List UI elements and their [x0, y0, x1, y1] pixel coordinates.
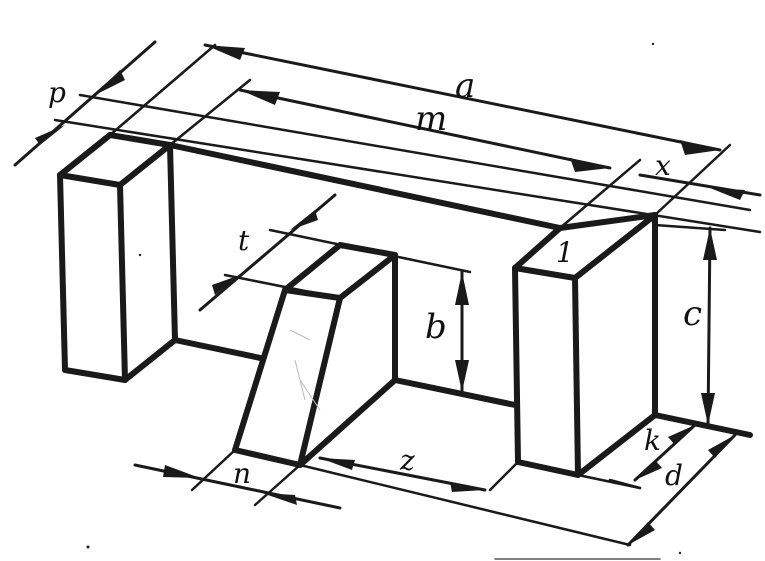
dimension-m-label: m: [415, 99, 447, 139]
dimension-x: x: [638, 149, 762, 200]
dimension-x-label: x: [655, 149, 671, 182]
dimension-p-label: p: [48, 76, 66, 109]
left-post: [57, 132, 178, 383]
dimension-d-label: d: [665, 459, 683, 492]
dimension-k-label: k: [644, 424, 661, 457]
dimension-t: t: [198, 193, 472, 312]
top-extension-lines: [53, 93, 762, 234]
dimension-n-label: n: [233, 457, 251, 490]
scan-specks: [86, 42, 682, 560]
dimension-z-label: z: [399, 444, 415, 477]
base-lines: [298, 460, 642, 547]
dimension-k: k: [608, 423, 697, 490]
dimension-c-label: c: [683, 294, 702, 334]
face-marker-label: 1: [556, 236, 574, 269]
dimension-b-label: b: [425, 307, 447, 347]
dimension-b: b: [425, 270, 469, 394]
dimension-t-label: t: [238, 224, 250, 257]
dimension-a-label: a: [455, 66, 475, 106]
dimension-n: n: [133, 448, 342, 510]
dimension-z: z: [318, 444, 487, 492]
dimension-p: p: [13, 40, 157, 167]
dimension-c: c: [653, 223, 727, 427]
right-post: 1: [512, 205, 753, 478]
dimension-m: m: [168, 78, 642, 230]
dimension-d: d: [626, 433, 737, 547]
dimension-a: a: [108, 43, 732, 217]
back-wall: [107, 132, 563, 408]
